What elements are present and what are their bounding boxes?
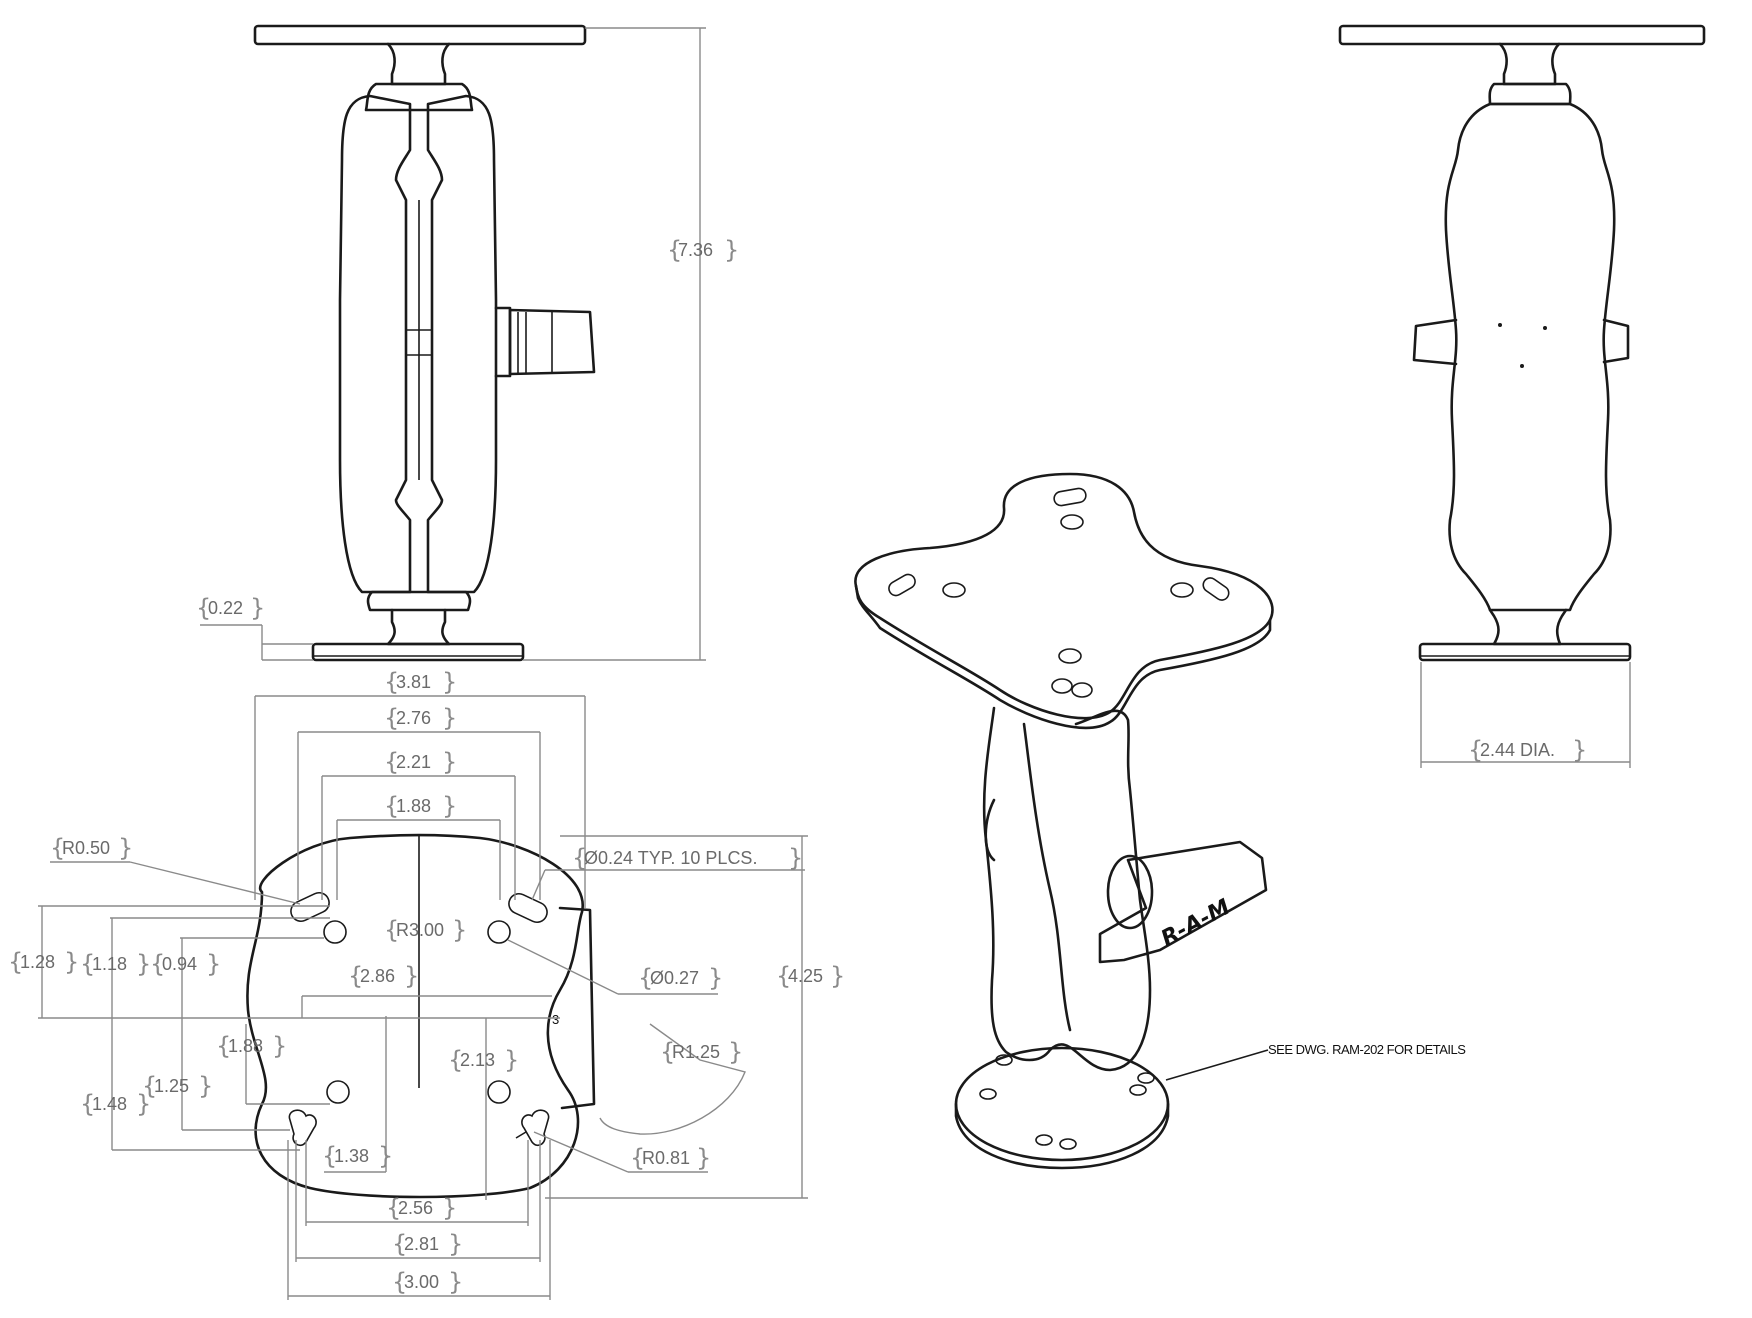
svg-text:}: } (442, 668, 457, 696)
front-view (253, 24, 596, 662)
dim-radius-r081: R0.81 (642, 1148, 690, 1168)
svg-text:{: { (1468, 736, 1483, 764)
dim-mid-2-13: 2.13 (460, 1050, 495, 1070)
svg-text:}: } (442, 748, 457, 776)
svg-text:{: { (384, 748, 399, 776)
dim-bottom-1-38: 1.38 (334, 1146, 369, 1166)
svg-text:}: } (728, 1038, 743, 1066)
side-view (1338, 24, 1706, 662)
dim-hole-note: Ø0.24 TYP. 10 PLCS. (584, 848, 757, 868)
svg-text:}: } (118, 834, 133, 862)
svg-text:}: } (442, 792, 457, 820)
svg-text:}: } (442, 1194, 457, 1222)
front-view-dimensions: { 7.36 } { 0.22 } (196, 27, 739, 661)
svg-text:{: { (150, 950, 165, 978)
dim-plate-width: 3.81 (396, 672, 431, 692)
svg-text:{: { (322, 1142, 337, 1170)
svg-text:}: } (696, 1144, 711, 1172)
dim-left-1-18: 1.18 (92, 954, 127, 974)
svg-text:}: } (1572, 736, 1587, 764)
side-view-dimensions: { 2.44 DIA. } (1420, 662, 1631, 768)
svg-text:}: } (708, 964, 723, 992)
svg-text:}: } (448, 1268, 463, 1296)
svg-text:{: { (392, 1268, 407, 1296)
svg-text:}: } (442, 704, 457, 732)
dim-base-dia: 2.44 DIA. (1480, 740, 1555, 760)
svg-text:{: { (216, 1032, 231, 1060)
svg-text:{: { (660, 1038, 675, 1066)
dim-plate-height: 4.25 (788, 966, 823, 986)
dim-mid-2-86: 2.86 (360, 966, 395, 986)
dim-slot-span-outer: 2.76 (396, 708, 431, 728)
svg-text:{: { (80, 1090, 95, 1118)
dim-slot-span-min: 1.88 (396, 796, 431, 816)
svg-text:}: } (504, 1046, 519, 1074)
svg-text:}: } (136, 950, 151, 978)
dim-bottom-2-56: 2.56 (398, 1198, 433, 1218)
svg-text:{: { (8, 948, 23, 976)
dim-left-1-48: 1.48 (92, 1094, 127, 1114)
svg-text:}: } (64, 948, 79, 976)
dim-bottom-3-00: 3.00 (404, 1272, 439, 1292)
dim-left-1-28: 1.28 (20, 952, 55, 972)
svg-text:{: { (50, 834, 65, 862)
svg-text:}: } (198, 1072, 213, 1100)
ram-logo: R-A-M (1157, 895, 1234, 952)
svg-text:{: { (572, 844, 587, 872)
svg-text:{: { (638, 964, 653, 992)
svg-text:{: { (384, 792, 399, 820)
svg-text:}: } (378, 1142, 393, 1170)
plate-side-mark: 3 (552, 1012, 559, 1027)
svg-text:{: { (630, 1144, 645, 1172)
dim-left-1-88: 1.88 (228, 1036, 263, 1056)
svg-text:{: { (392, 1230, 407, 1258)
dim-left-1-25: 1.25 (154, 1076, 189, 1096)
plate-dimensions: { 3.81 } { 2.76 } { 2.21 } { 1.88 } { R0… (8, 668, 845, 1300)
svg-text:{: { (384, 668, 399, 696)
reference-note: SEE DWG. RAM-202 FOR DETAILS (1268, 1042, 1466, 1057)
svg-text:}: } (448, 1230, 463, 1258)
svg-text:}: } (250, 594, 265, 622)
dim-radius-corner: R0.50 (62, 838, 110, 858)
svg-text:}: } (136, 1090, 151, 1118)
svg-text:{: { (348, 962, 363, 990)
dim-slot-span-inner: 2.21 (396, 752, 431, 772)
svg-text:{: { (142, 1072, 157, 1100)
svg-text:{: { (386, 1194, 401, 1222)
svg-text:{: { (667, 236, 682, 264)
svg-text:}: } (404, 962, 419, 990)
svg-text:}: } (830, 962, 845, 990)
isometric-view: R-A-M SEE DWG. RAM-202 FOR DETAILS (854, 472, 1467, 1170)
dim-bottom-2-81: 2.81 (404, 1234, 439, 1254)
svg-text:{: { (196, 594, 211, 622)
svg-text:}: } (206, 950, 221, 978)
svg-text:{: { (384, 916, 399, 944)
dim-overall-height: 7.36 (678, 240, 713, 260)
dim-arc-radius: R1.25 (672, 1042, 720, 1062)
dim-base-thickness: 0.22 (208, 598, 243, 618)
svg-text:{: { (384, 704, 399, 732)
svg-text:}: } (272, 1032, 287, 1060)
svg-text:{: { (80, 950, 95, 978)
dim-left-0-94: 0.94 (162, 954, 197, 974)
dim-plate-radius: R3.00 (396, 920, 444, 940)
svg-text:}: } (788, 844, 803, 872)
plate-view: 3 (246, 833, 596, 1199)
svg-text:}: } (452, 916, 467, 944)
svg-text:{: { (448, 1046, 463, 1074)
svg-text:{: { (776, 962, 791, 990)
svg-text:}: } (724, 236, 739, 264)
dim-hole-dia: Ø0.27 (650, 968, 699, 988)
